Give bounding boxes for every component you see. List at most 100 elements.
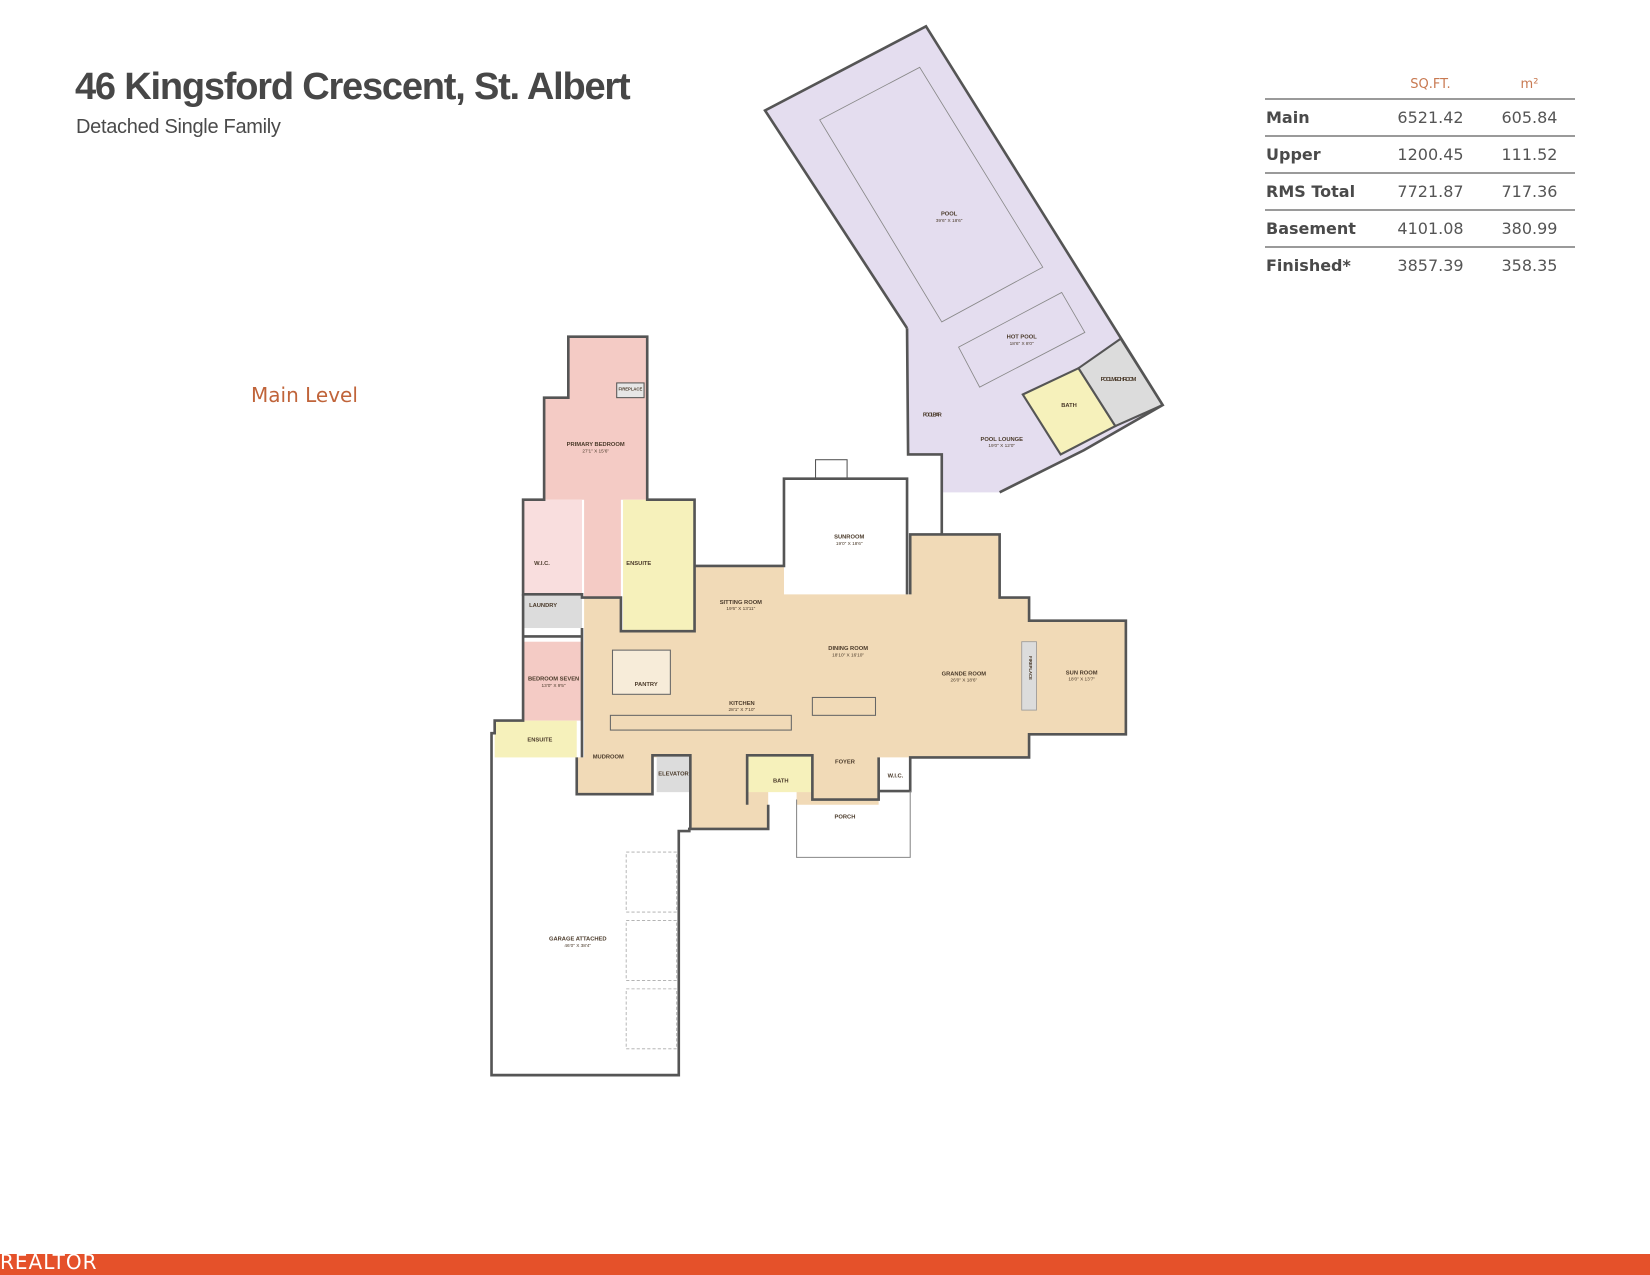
row-label: RMS Total	[1265, 173, 1377, 211]
primary-bedroom-wall	[521, 335, 696, 633]
row-label: Main	[1265, 99, 1377, 137]
column-header-sqft: SQ.FT.	[1377, 70, 1484, 100]
garage-doors	[625, 851, 678, 1050]
room-label: LAUNDRY	[529, 603, 557, 609]
m2-value: 358.35	[1501, 256, 1558, 275]
sunroom-stairs	[815, 459, 848, 480]
pantry-area	[611, 649, 671, 695]
kitchen-island	[811, 696, 877, 716]
room-dimensions: 46'0" X 38'4"	[564, 943, 591, 949]
elevator-area	[656, 755, 691, 793]
room-dimensions: 39'6" X 18'6"	[936, 218, 963, 224]
property-address-title: 46 Kingsford Crescent, St. Albert	[75, 66, 631, 108]
room-label: PORCH	[835, 814, 856, 820]
bath-area	[747, 755, 813, 793]
m2-value: 111.52	[1483, 136, 1575, 174]
fireplace-block	[616, 382, 645, 399]
m2-value: 605.84	[1483, 99, 1575, 137]
bedroom-seven-area	[523, 641, 582, 721]
room-label: BATH	[773, 779, 789, 785]
ensuite-area	[623, 499, 695, 632]
room-label: BEDROOM SEVEN	[528, 677, 579, 683]
realtor-watermark: REALTOR	[0, 1250, 98, 1274]
column-header	[1265, 70, 1377, 100]
room-label: GARAGE ATTACHED	[549, 936, 607, 942]
room-label: POOL BAR	[923, 413, 943, 419]
pool-wall-west	[905, 328, 944, 535]
main-living-area	[576, 534, 1126, 829]
lower-ensuite-area	[494, 720, 577, 758]
garage-door	[625, 988, 678, 1050]
room-dimensions: 19'0" X 18'6"	[836, 541, 863, 547]
m2-value: 717.36	[1483, 173, 1575, 211]
row-label: Finished*	[1266, 256, 1351, 275]
m2-value: 380.99	[1483, 210, 1575, 248]
sqft-value: 7721.87	[1377, 173, 1484, 211]
table-row: Finished* 3857.39 358.35	[1265, 247, 1575, 283]
hot-pool-basin	[958, 291, 1086, 388]
room-label: ELEVATOR	[658, 771, 689, 777]
sqft-value: 1200.45	[1377, 136, 1484, 174]
room-label: ENSUITE	[527, 738, 552, 744]
sqft-value: 3857.39	[1397, 256, 1464, 275]
main-north-wall	[694, 477, 909, 595]
sqft-value: 6521.42	[1377, 99, 1484, 137]
south-wall	[575, 754, 692, 829]
room-label: POOL LOUNGE	[980, 437, 1023, 443]
walls	[490, 24, 1165, 1077]
footer-accent-bar	[0, 1254, 1650, 1275]
room-dimensions: 28'1" X 7'10"	[729, 707, 756, 713]
pool-wall	[763, 24, 1165, 494]
room-dimensions: 18'10" X 16'10"	[832, 652, 864, 658]
room-label: PANTRY	[635, 682, 658, 688]
bath-wall	[745, 754, 880, 805]
room-dimensions: 13'0" X 9'5"	[542, 683, 566, 689]
sqft-value: 4101.08	[1377, 210, 1484, 248]
west-wall	[490, 594, 770, 1077]
garage-door	[625, 920, 678, 981]
property-type-subtitle: Detached Single Family	[76, 116, 281, 138]
room-label: FIREPLACE	[1028, 656, 1033, 680]
room-dimensions: 18'6" X 8'0"	[1010, 341, 1034, 347]
room-label: W.I.C.	[888, 773, 904, 779]
room-label: KITCHEN	[729, 701, 755, 707]
laundry-area	[523, 594, 582, 629]
room-label: BATH	[1061, 403, 1077, 409]
column-header-m2: m²	[1483, 70, 1575, 100]
room-dimensions: 19'6" X 13'11"	[726, 606, 755, 612]
room-label: POOL	[941, 212, 958, 218]
room-label: DINING ROOM	[828, 646, 868, 652]
table-header-row: SQ.FT. m²	[1265, 70, 1575, 100]
room-fills	[494, 26, 1165, 829]
floor-level-label: Main Level	[251, 383, 358, 407]
east-wall	[878, 533, 1128, 793]
row-label: Basement	[1265, 210, 1377, 248]
room-dimensions: 19'0" X 12'0"	[988, 443, 1015, 449]
room-label: PRIMARY BEDROOM	[567, 442, 625, 448]
porch-outline	[796, 791, 911, 858]
wic-area	[523, 499, 582, 595]
room-dimensions: 27'1" X 15'6"	[582, 448, 609, 454]
room-label: HOT POOL	[1007, 335, 1038, 341]
primary-bedroom-area	[544, 336, 648, 598]
room-label: FIREPLACE	[619, 386, 643, 391]
room-label: MUDROOM	[593, 754, 624, 760]
room-label: SITTING ROOM	[720, 600, 762, 606]
garage-door	[625, 851, 678, 913]
room-dimensions: 18'0" X 13'7"	[1068, 677, 1095, 683]
pool-basin	[819, 66, 1044, 323]
room-label: SUN ROOM	[1066, 670, 1098, 676]
kitchen-counter	[609, 714, 792, 731]
room-label: POOL MECH. ROOM	[1101, 377, 1137, 383]
room-label: ENSUITE	[626, 561, 651, 567]
row-label: Upper	[1265, 136, 1377, 174]
room-label: W.I.C.	[534, 561, 550, 567]
room-dimensions: 26'0" X 18'6"	[951, 678, 978, 684]
